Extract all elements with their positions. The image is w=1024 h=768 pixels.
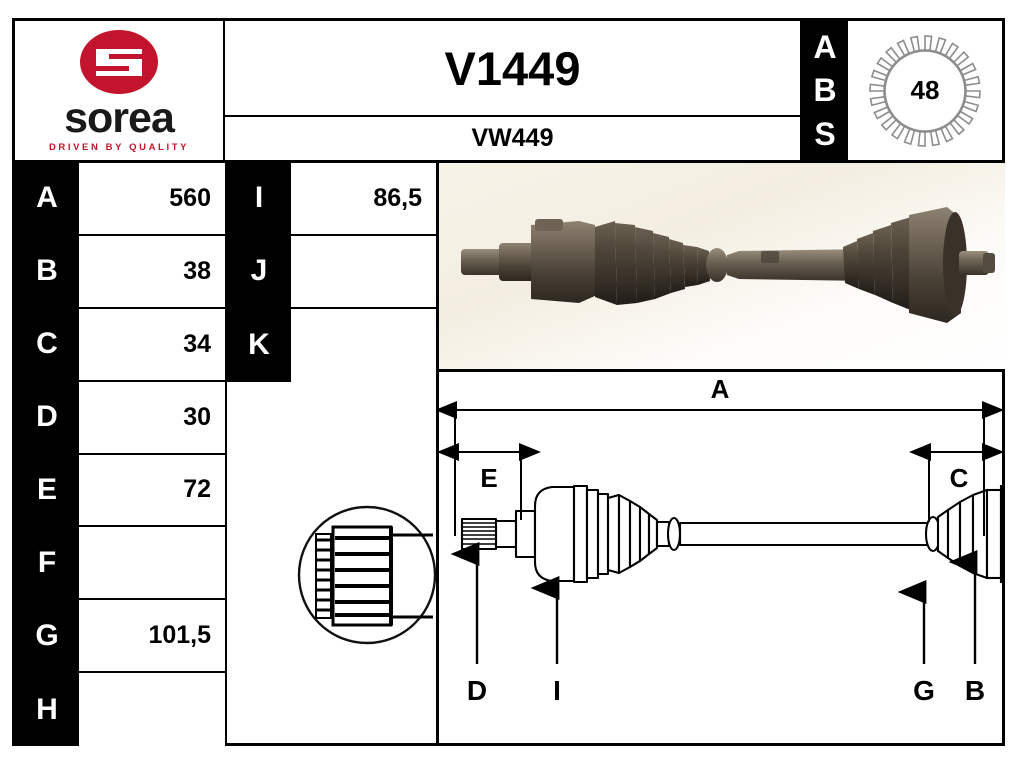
spec-row-value: 34 [79, 308, 225, 380]
spec-row-key: K [227, 308, 291, 382]
brand-name: sorea [64, 94, 175, 143]
spec-row: H [15, 673, 225, 746]
spec-row: J [227, 235, 436, 309]
spec-row-value [79, 527, 225, 599]
spec-row-key: D [15, 381, 79, 453]
spec-row-key: E [15, 454, 79, 526]
page-title: V1449 [444, 41, 581, 95]
spec-row: K [227, 308, 436, 382]
brand-logo-cell: sorea DRIVEN BY QUALITY [15, 21, 225, 163]
abs-badge: A B S [802, 21, 848, 163]
spec-row-key: B [15, 235, 79, 307]
abs-letter-b: B [813, 72, 837, 109]
spec-row-value: 560 [79, 163, 225, 234]
dimension-label-a: A [711, 374, 730, 404]
spec-row-value: 30 [79, 381, 225, 453]
abs-letter-a: A [813, 28, 837, 65]
callout-label-d: D [467, 675, 487, 706]
spec-row-value [291, 308, 436, 382]
sheet-frame: sorea DRIVEN BY QUALITY V1449 VW449 A B … [12, 18, 1005, 746]
callout-label-g: G [913, 675, 935, 706]
abs-ring-cell: 48 [848, 21, 1002, 163]
spec-row-value: 101,5 [79, 600, 225, 672]
spec-row-key: I [227, 163, 291, 234]
header-band: sorea DRIVEN BY QUALITY V1449 VW449 A B … [15, 21, 1002, 163]
brand-tagline: DRIVEN BY QUALITY [48, 141, 190, 153]
product-photo [439, 163, 1005, 372]
abs-letter-s: S [814, 116, 836, 153]
spec-row-value: 38 [79, 235, 225, 307]
callout-label-i: I [553, 675, 561, 706]
sorea-s-mark-icon [72, 28, 166, 100]
detail-circle-outline [297, 505, 437, 645]
callout-label-b: B [965, 675, 985, 706]
spec-row-key: H [15, 673, 79, 746]
spec-row-value: 72 [79, 454, 225, 526]
spec-row-key: J [227, 235, 291, 307]
spec-row-value [79, 673, 225, 746]
abs-tone-ring-gear-icon [869, 34, 981, 147]
spec-row-key: G [15, 600, 79, 672]
abs-tooth-count: 48 [910, 75, 940, 105]
dimension-label-e: E [480, 463, 497, 493]
oem-reference-cell: VW449 [225, 117, 802, 163]
spec-row: F [15, 527, 225, 601]
reference-title-cell: V1449 [225, 21, 802, 117]
spec-row-value [291, 235, 436, 307]
spec-row-value: 86,5 [291, 163, 436, 234]
spec-row-key: C [15, 308, 79, 380]
dimension-label-c: C [950, 463, 969, 493]
technical-drawing: A E C D I [439, 372, 1002, 743]
spec-row-key: F [15, 527, 79, 599]
spec-row-key: A [15, 163, 79, 234]
oem-reference: VW449 [471, 124, 554, 152]
